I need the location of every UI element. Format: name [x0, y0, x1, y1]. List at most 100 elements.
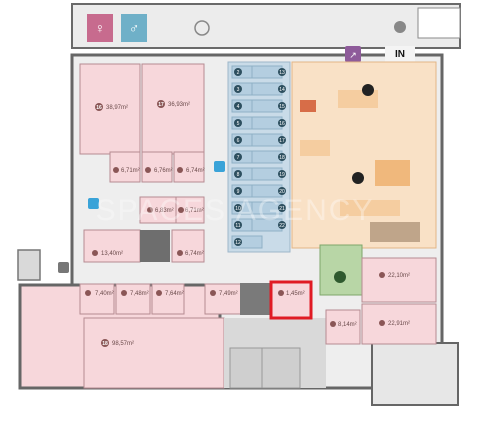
desk	[251, 133, 283, 147]
office-17-number: 17	[158, 102, 164, 108]
office-18-area: 98,57m²	[112, 341, 134, 347]
entrance-badge-icon	[345, 46, 361, 62]
office-1-badge	[379, 272, 385, 278]
desk-number: 5	[237, 121, 240, 127]
office-16-area: 38,97m²	[106, 105, 128, 111]
phone-booth-icon	[334, 271, 346, 283]
female-symbol: ♀	[95, 20, 106, 36]
small-offices-row: 6,71m² 6,76m² 6,74m²	[109, 151, 205, 183]
office-1-area: 22,10m²	[388, 273, 410, 279]
male-toilet-icon	[121, 14, 147, 42]
office-18-badge	[101, 339, 109, 347]
office-17	[141, 63, 205, 155]
lounge	[291, 61, 437, 249]
office-12	[83, 229, 141, 263]
desk-badge	[278, 85, 286, 93]
selected-office[interactable]: 1,45m²	[269, 280, 313, 320]
accessible-toilet-icon	[194, 20, 210, 36]
desk-number: 7	[237, 155, 240, 161]
office-17-badge	[157, 100, 165, 108]
middle-left-rooms: 6,83m² 6,71m² 13,40m² 6,74m²	[83, 196, 205, 263]
office-15	[109, 151, 141, 183]
office-3-area: 8,14m²	[338, 322, 357, 328]
desk-badge	[234, 153, 242, 161]
office-4[interactable]	[269, 280, 313, 320]
desk-badge	[278, 221, 286, 229]
service-icon	[394, 21, 406, 33]
office-7	[115, 283, 151, 315]
office-16	[79, 63, 141, 155]
office-2-badge	[379, 320, 385, 326]
office-13-badge	[177, 167, 183, 173]
desk-badge	[278, 153, 286, 161]
desk-number: 6	[237, 138, 240, 144]
office-18	[83, 317, 225, 389]
desk-number: 9	[237, 189, 240, 195]
desk-badge	[234, 204, 242, 212]
desk-number: 22	[279, 223, 285, 229]
office-11-area: 6,83m²	[155, 208, 174, 214]
office-10-badge	[178, 207, 184, 213]
top-right-room	[417, 7, 461, 39]
entrance-label: IN	[395, 49, 405, 60]
desk	[251, 167, 283, 181]
watermark: SPACES AGENCY	[96, 194, 375, 227]
office-14	[141, 151, 173, 183]
desk-number: 21	[279, 206, 285, 212]
desk-number: 12	[235, 240, 241, 246]
desk-badge	[234, 187, 242, 195]
office-16-badge	[95, 103, 103, 111]
lounge-icon-1	[300, 100, 316, 112]
entrance-badge-glyph: ↗	[349, 50, 357, 60]
toilet-icons: ♀ ♂	[87, 14, 406, 42]
desk-number: 16	[279, 121, 285, 127]
office-5-area: 7,49m²	[219, 291, 238, 297]
green-booths	[319, 244, 363, 296]
green-zone	[319, 244, 363, 296]
office-6-area: 7,64m²	[165, 291, 184, 297]
offices-top-left: 16 38,97m² 17 36,93m²	[79, 63, 205, 155]
office-8-area: 7,40m²	[95, 291, 114, 297]
desk	[251, 116, 283, 130]
office-5	[204, 283, 242, 315]
desk-number: 3	[237, 87, 240, 93]
office-3-badge	[330, 321, 336, 327]
office-11	[139, 196, 177, 224]
desk	[251, 99, 283, 113]
desk-number: 15	[279, 104, 285, 110]
desk	[251, 82, 283, 96]
lounge-table-2	[300, 140, 330, 156]
bottom-small-offices: 7,40m² 7,48m² 7,64m² 7,49m²	[79, 283, 270, 315]
desk-badge	[278, 170, 286, 178]
desk-badge	[234, 238, 242, 246]
office-14-area: 6,76m²	[154, 168, 173, 174]
desk-badge	[278, 187, 286, 195]
desk	[251, 65, 283, 79]
office-12-badge	[92, 250, 98, 256]
desk-badge	[234, 85, 242, 93]
lower-right-block	[371, 342, 459, 406]
info-icons	[58, 161, 225, 273]
desk-badge	[278, 102, 286, 110]
desk-badge	[278, 119, 286, 127]
office-12-area: 13,40m²	[101, 251, 123, 257]
office-3	[325, 309, 361, 345]
office-7-badge	[121, 290, 127, 296]
desk-number: 4	[237, 104, 240, 110]
office-2-area: 22,91m²	[388, 321, 410, 327]
entrance-label-bg	[385, 46, 415, 62]
desk-number: 18	[279, 155, 285, 161]
office-9-area: 6,74m²	[185, 251, 204, 257]
desk-badge	[234, 136, 242, 144]
left-annex	[17, 249, 41, 281]
office-17-area: 36,93m²	[168, 102, 190, 108]
info-icon-1	[214, 161, 225, 172]
office-8-badge	[85, 290, 91, 296]
large-office: 18 98,57m²	[83, 317, 225, 389]
office-7-area: 7,48m²	[130, 291, 149, 297]
office-14-badge	[145, 167, 151, 173]
desk-badge	[234, 221, 242, 229]
office-4-badge	[278, 290, 284, 296]
office-9-badge	[177, 250, 183, 256]
